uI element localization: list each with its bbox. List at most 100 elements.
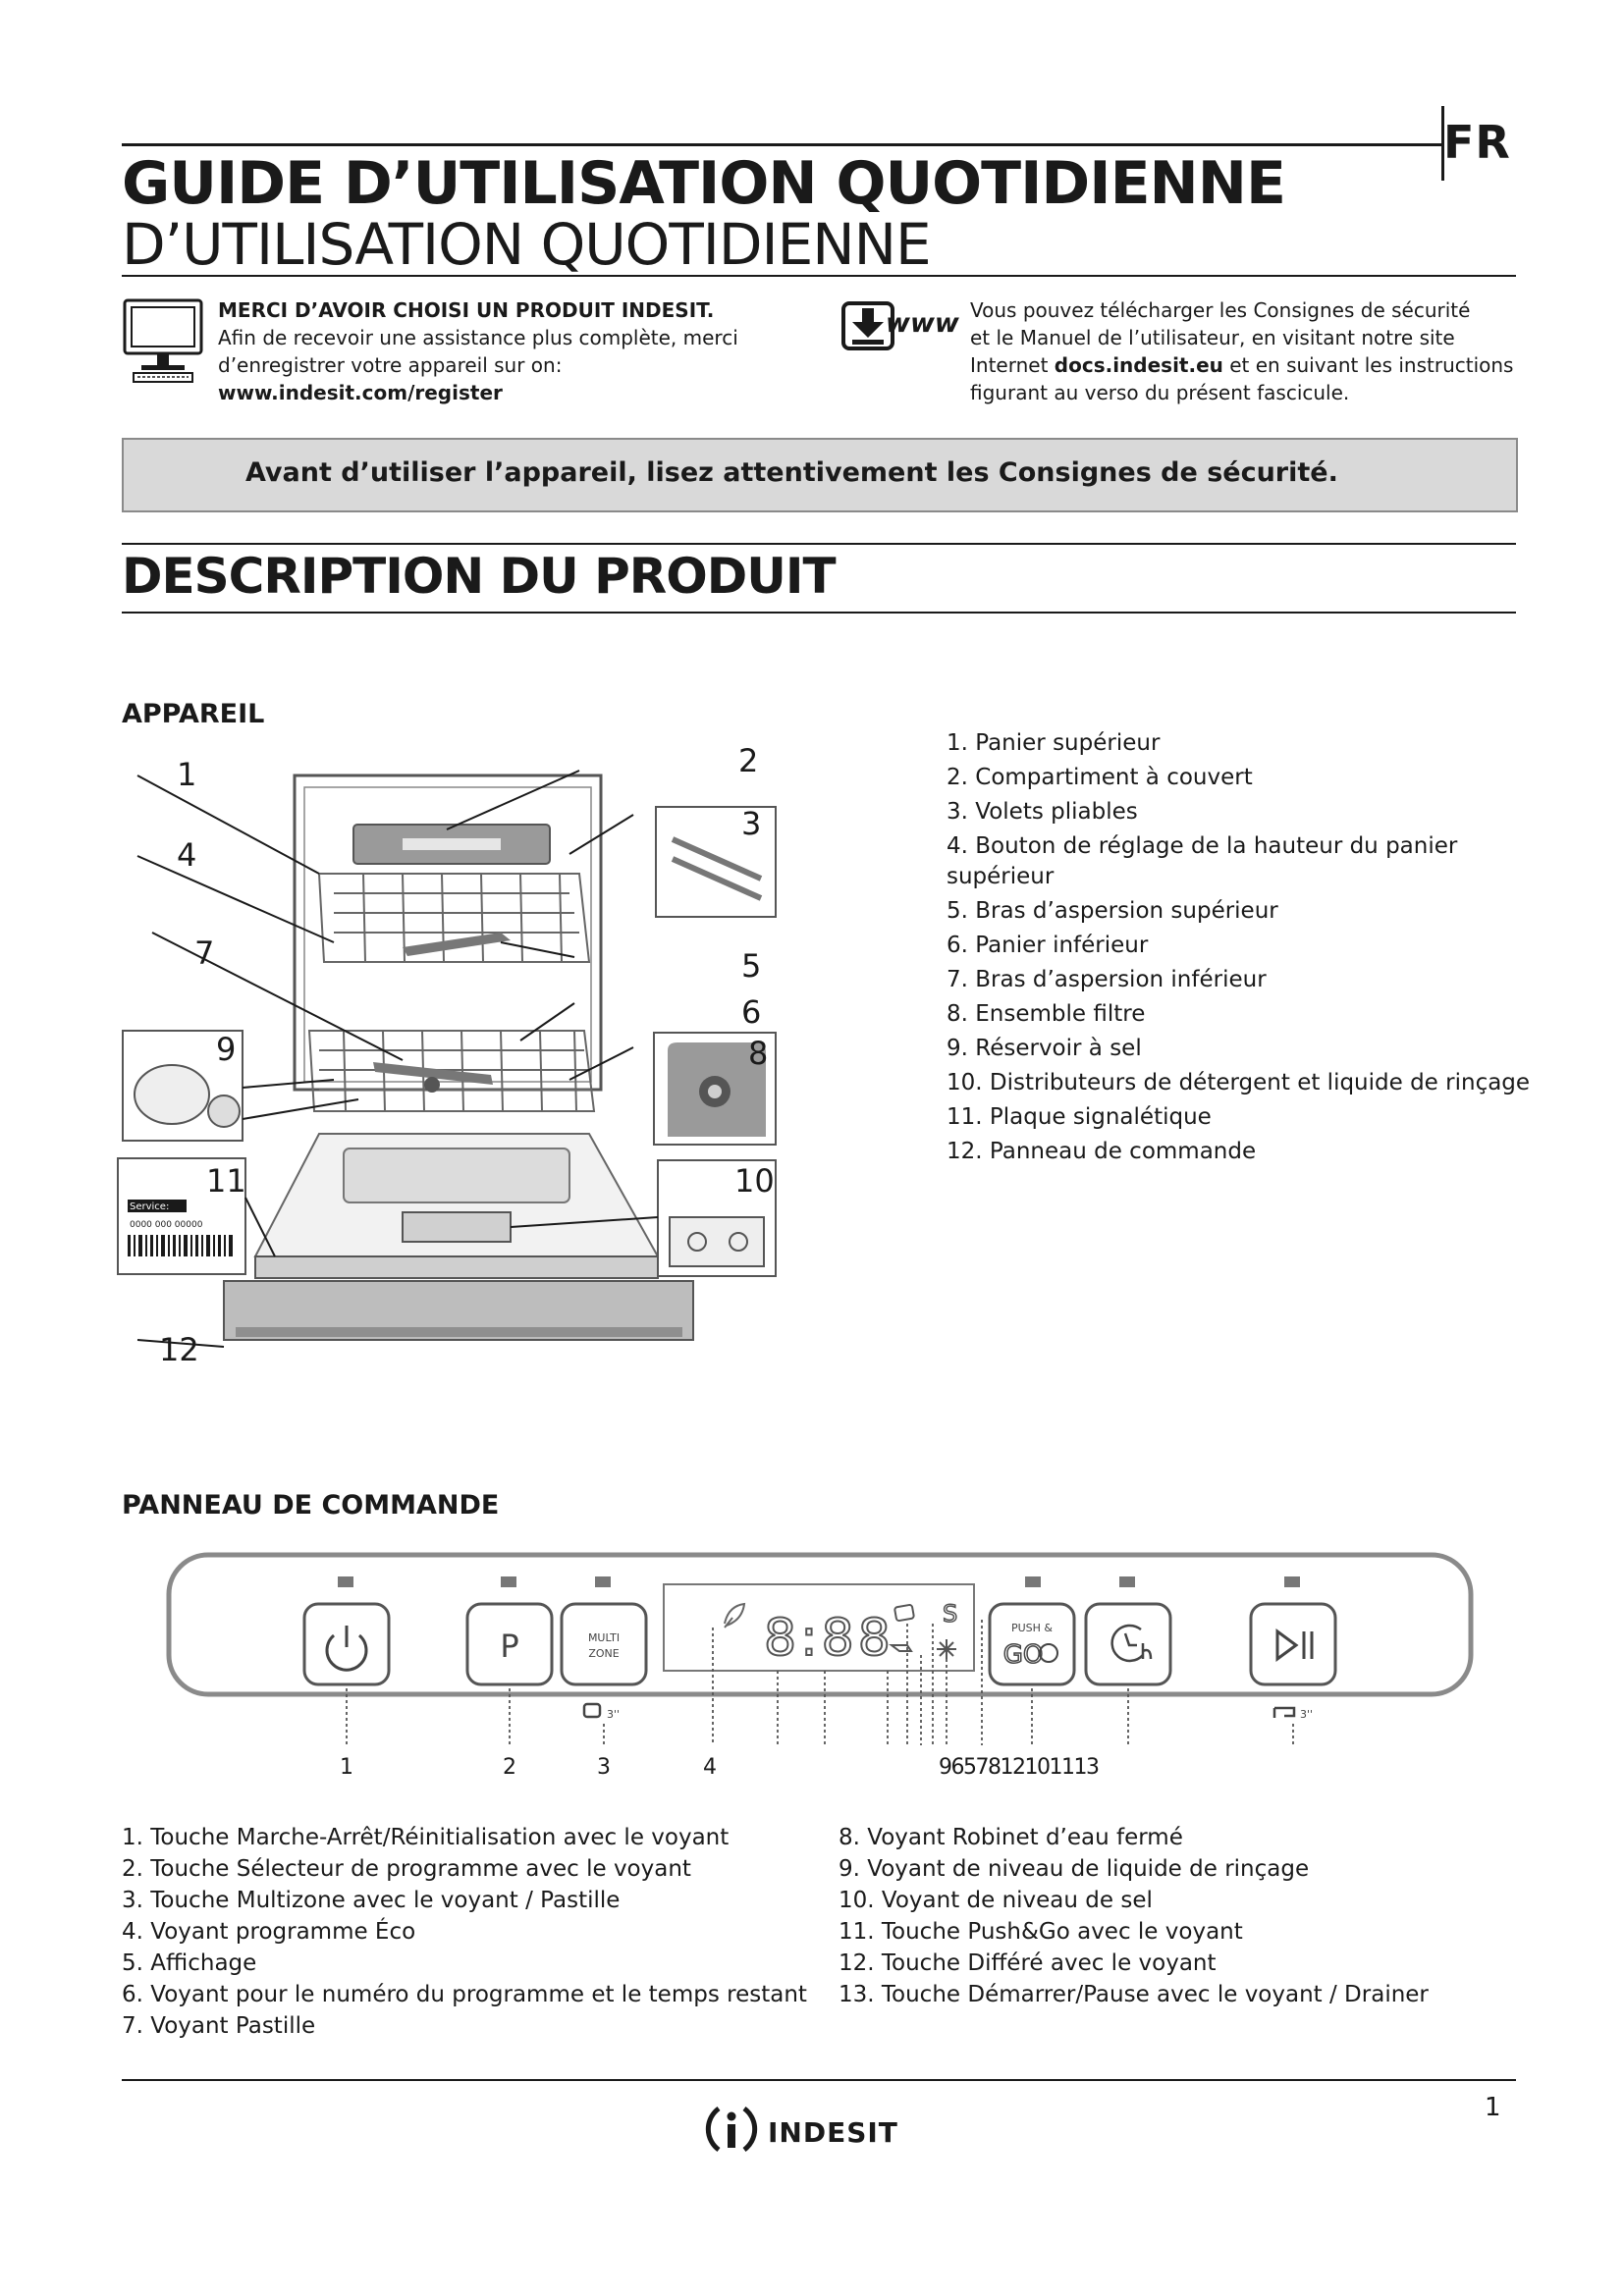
lower-basket [307, 1030, 596, 1112]
display [663, 1583, 975, 1672]
download-line: figurant au verso du présent fascicule. [970, 381, 1350, 404]
download-icon [840, 300, 901, 357]
tap-icon [889, 1644, 913, 1652]
brand-logo: indesit [703, 2101, 898, 2158]
start-pause-icon [1275, 1629, 1314, 1662]
page-subtitle: D’UTILISATION QUOTIDIENNE [122, 211, 932, 278]
panel-numbers-right: 9657812101113 [939, 1755, 1100, 1780]
header-rule [122, 275, 1516, 277]
list-item: 12. Touche Différé avec le voyant [839, 1950, 1217, 1976]
list-item: 13. Touche Démarrer/Pause avec le voyant… [839, 1982, 1429, 2007]
page-title: GUIDE D’UTILISATION QUOTIDIENNE [122, 149, 1286, 218]
lower-spray-arm [373, 1062, 493, 1085]
display-digits: 8:88 [764, 1609, 894, 1668]
delay-clock-icon [1110, 1624, 1153, 1663]
commands-left-list: 1. Touche Marche-Arrêt/Réinitialisation … [122, 1822, 807, 2042]
appareil-title: APPAREIL [122, 699, 265, 729]
appliance-diagram: Service: 0000 000 00000 [117, 770, 777, 1348]
download-line: Internet [970, 353, 1055, 377]
list-item: 8. Voyant Robinet d’eau fermé [839, 1825, 1183, 1850]
list-item: 1. Touche Marche-Arrêt/Réinitialisation … [122, 1825, 730, 1850]
download-line: et en suivant les instructions [1222, 353, 1514, 377]
panel-number-4: 4 [703, 1755, 717, 1780]
download-line: et le Manuel de l’utilisateur, en visita… [970, 326, 1455, 349]
push-go-label-1: PUSH & [1011, 1622, 1053, 1634]
drain-time: 3'' [1300, 1708, 1313, 1721]
panel-leader-lines [346, 1620, 1294, 1745]
detergent-dispenser [402, 1211, 512, 1243]
section-rule-bottom [122, 612, 1516, 614]
power-icon [325, 1626, 368, 1672]
brand-name: indesit [768, 2107, 898, 2152]
parts-list: 1. Panier supérieur 2. Compartiment à co… [947, 726, 1530, 1169]
footer-rule [122, 2079, 1516, 2081]
commands-right-list: 8. Voyant Robinet d’eau fermé 9. Voyant … [839, 1822, 1429, 2010]
list-item: 3. Volets pliables [947, 799, 1138, 825]
callout-10: 10 [734, 1162, 775, 1200]
callout-3: 3 [741, 805, 762, 842]
callout-7: 7 [194, 934, 215, 972]
list-item: 7. Bras d’aspersion inférieur [947, 967, 1267, 992]
language-tag: FR [1443, 116, 1511, 169]
plate-service-number: 0000 000 00000 [130, 1220, 203, 1230]
list-item: 4. Bouton de réglage de la hauteur du pa… [947, 833, 1458, 859]
push-go-label-2: GO [1003, 1640, 1044, 1670]
tablet-icon [582, 1702, 602, 1719]
list-item: 2. Touche Sélecteur de programme avec le… [122, 1856, 691, 1882]
top-rule [122, 143, 1442, 146]
list-item: 2. Compartiment à couvert [947, 765, 1253, 790]
list-item: 9. Réservoir à sel [947, 1036, 1142, 1061]
pastille-time: 3'' [607, 1708, 620, 1721]
drain-icon [1272, 1706, 1296, 1718]
list-item: 3. Touche Multizone avec le voyant / Pas… [122, 1888, 621, 1913]
www-label: www [886, 308, 959, 339]
rinse-aid-icon [937, 1639, 956, 1659]
control-panel-diagram: P MULTI ZONE 3'' 8:88 S PUSH & GO 3'' [166, 1552, 1474, 1745]
upper-spray-arm [403, 933, 511, 956]
barcode [128, 1235, 233, 1256]
computer-icon [122, 296, 204, 389]
download-line: Vous pouvez télécharger les Consignes de… [970, 298, 1471, 322]
list-item: 6. Voyant pour le numéro du programme et… [122, 1982, 807, 2007]
list-item: 11. Plaque signalétique [947, 1104, 1212, 1130]
docs-link[interactable]: docs.indesit.eu [1054, 353, 1223, 377]
leader-lines [136, 770, 659, 1348]
program-label: P [500, 1628, 518, 1665]
callout-4: 4 [177, 836, 197, 874]
tablet-indicator-icon [893, 1604, 915, 1622]
register-line: Afin de recevoir une assistance plus com… [218, 326, 738, 349]
register-line: d’enregistrer votre appareil sur on: [218, 353, 563, 377]
callout-8: 8 [748, 1035, 769, 1072]
safety-warning-text: Avant d’utiliser l’appareil, lisez atten… [245, 457, 1338, 488]
panel-number-2: 2 [503, 1755, 516, 1780]
callout-11: 11 [206, 1162, 246, 1200]
list-item: 8. Ensemble filtre [947, 1001, 1146, 1027]
callout-1: 1 [177, 756, 197, 793]
list-item: 1. Panier supérieur [947, 730, 1161, 756]
panel-number-3: 3 [597, 1755, 611, 1780]
list-item: 7. Voyant Pastille [122, 2013, 316, 2039]
callout-6: 6 [741, 993, 762, 1031]
indesit-logo-icon [705, 2106, 758, 2153]
list-item: 4. Voyant programme Éco [122, 1919, 416, 1945]
multizone-button [560, 1602, 648, 1686]
register-link[interactable]: www.indesit.com/register [218, 381, 503, 404]
callout-12: 12 [159, 1331, 199, 1368]
list-item: 9. Voyant de niveau de liquide de rinçag… [839, 1856, 1310, 1882]
list-item: 10. Voyant de niveau de sel [839, 1888, 1153, 1913]
register-heading: MERCI D’AVOIR CHOISI UN PRODUIT INDESIT. [218, 298, 715, 322]
list-item: 11. Touche Push&Go avec le voyant [839, 1919, 1243, 1945]
multizone-label-2: ZONE [588, 1647, 619, 1660]
section-title: DESCRIPTION DU PRODUIT [122, 548, 837, 605]
list-item: 10. Distributeurs de détergent et liquid… [947, 1070, 1531, 1095]
list-item: 5. Affichage [122, 1950, 257, 1976]
callout-5: 5 [741, 947, 762, 985]
program-button [465, 1602, 554, 1686]
register-info: MERCI D’AVOIR CHOISI UN PRODUIT INDESIT.… [218, 296, 738, 406]
eco-leaf-icon [724, 1602, 746, 1629]
panel-title: PANNEAU DE COMMANDE [122, 1490, 500, 1521]
list-item: supérieur [947, 864, 1055, 889]
list-item: 12. Panneau de commande [947, 1139, 1257, 1164]
callout-2: 2 [738, 742, 759, 779]
lang-divider [1441, 106, 1444, 181]
